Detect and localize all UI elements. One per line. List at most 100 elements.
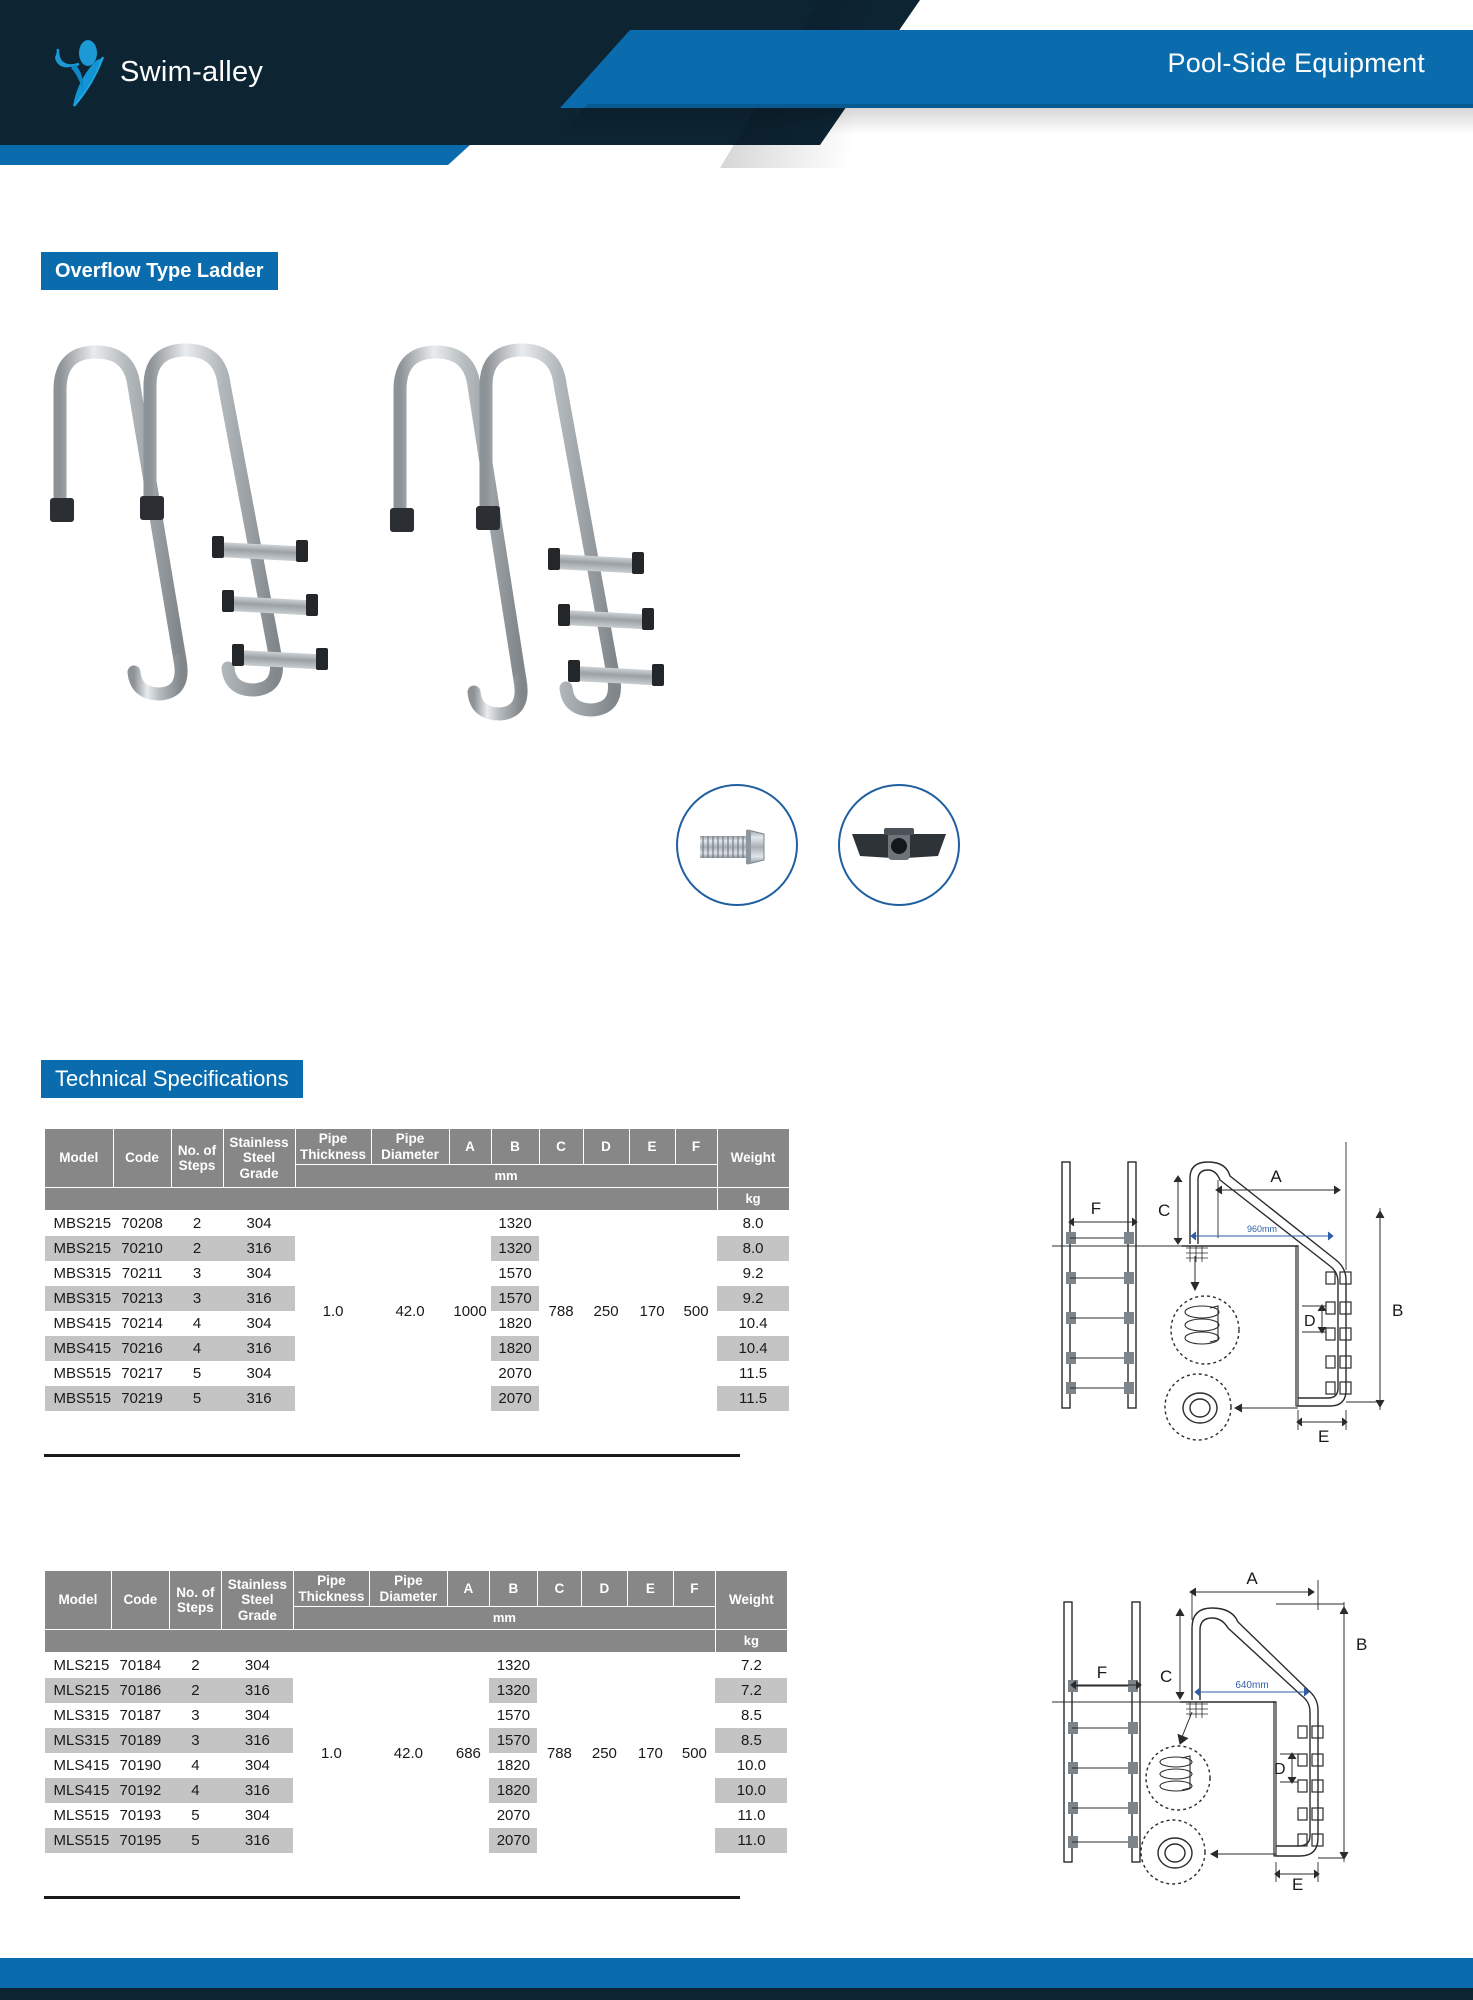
cell-steps: 2 <box>169 1678 222 1704</box>
cell-code: 70214 <box>121 1315 163 1333</box>
th-weight: Weight <box>714 1569 788 1631</box>
table-row: MLS315 70189 3 316 1570 8.5 <box>44 1728 788 1754</box>
cell-b: 1320 <box>489 1678 538 1704</box>
cell-code: 70216 <box>113 1336 172 1362</box>
cell-grade: 316 <box>221 1728 294 1754</box>
brand-logo[interactable]: Swim-alley <box>45 40 345 110</box>
cell-grade: 304 <box>246 1365 272 1383</box>
th-a: A <box>448 1127 492 1166</box>
cell-code: 70189 <box>111 1728 170 1754</box>
cell-weight: 11.0 <box>715 1828 788 1854</box>
cell-model: MLS215 <box>44 1678 112 1704</box>
cell-steps: 2 <box>191 1657 200 1675</box>
cell-weight: 9.2 <box>717 1286 790 1312</box>
cell-grade: 304 <box>246 1315 272 1333</box>
cell-code: 70217 <box>121 1365 163 1383</box>
table-row: MLS215 70184 2 304 1.0 42.0 686 1320 788… <box>45 1653 788 1762</box>
cell-grade: 304 <box>246 1265 272 1283</box>
cell-grade: 304 <box>244 1657 270 1675</box>
cell-model: MBS515 <box>53 1365 112 1383</box>
table-row: MBS215 70210 2 316 1320 8.0 <box>44 1236 790 1262</box>
cell-b: 1820 <box>498 1315 532 1333</box>
dim-label-a: A <box>1246 1569 1258 1588</box>
cell-steps: 5 <box>191 1807 200 1825</box>
th-thickness: Pipe Thickness <box>292 1569 370 1608</box>
cell-a: 1000 <box>453 1302 487 1320</box>
cell-code: 70186 <box>111 1678 170 1704</box>
th-steps: No. of Steps <box>170 1127 224 1189</box>
table-row: MBS315 70213 3 316 1570 9.2 <box>44 1286 790 1312</box>
cell-grade: 304 <box>244 1807 270 1825</box>
cell-steps: 5 <box>169 1828 222 1854</box>
th-unit-blank <box>44 1629 716 1654</box>
cell-weight: 8.0 <box>742 1215 764 1233</box>
cell-a: 686 <box>455 1744 481 1762</box>
product-title-label: Overflow Type Ladder <box>55 259 264 282</box>
cell-b: 1320 <box>491 1236 540 1262</box>
dim-label-a: A <box>1270 1167 1282 1186</box>
cell-model: MBS315 <box>44 1286 114 1312</box>
dim-span-note: 640mm <box>1235 1680 1268 1691</box>
th-diameter: Pipe Diameter <box>370 1127 450 1166</box>
table-row: MLS315 70187 3 304 1570 8.5 <box>45 1703 788 1728</box>
table-unit-row-kg: kg <box>44 1629 788 1654</box>
cell-code: 70210 <box>113 1236 172 1262</box>
th-f: F <box>672 1569 716 1608</box>
table-row: MLS515 70195 5 316 2070 11.0 <box>44 1828 788 1854</box>
table-header-row: Model Code No. of Steps Stainless Steel … <box>44 1569 788 1631</box>
cell-weight: 10.0 <box>736 1757 766 1775</box>
cell-grade: 304 <box>244 1757 270 1775</box>
spec-table-mbs-wrapper: Model Code No. of Steps Stainless Steel … <box>44 1127 790 1412</box>
th-a: A <box>446 1569 490 1608</box>
cell-weight: 8.0 <box>717 1236 790 1262</box>
bolt-detail-badge <box>676 784 798 906</box>
cell-code: 70193 <box>119 1807 162 1825</box>
spec-table-mls-wrapper: Model Code No. of Steps Stainless Steel … <box>44 1569 788 1854</box>
cell-d: 250 <box>593 1302 619 1320</box>
cell-e: 170 <box>637 1744 663 1762</box>
product-photo-area <box>0 330 1473 906</box>
cell-diameter: 42.0 <box>395 1302 425 1320</box>
cell-model: MBS215 <box>44 1236 114 1262</box>
table-row: MLS415 70192 4 316 1820 10.0 <box>44 1778 788 1804</box>
dim-label-d: D <box>1304 1313 1316 1330</box>
th-b: B <box>490 1127 540 1166</box>
cell-steps: 3 <box>191 1707 200 1725</box>
th-model: Model <box>44 1127 114 1189</box>
th-grade: Stainless Steel Grade <box>220 1569 294 1631</box>
cell-code: 70184 <box>119 1657 162 1675</box>
table-unit-row: mm <box>45 1164 790 1189</box>
table-row: MBS415 70214 4 304 1820 10.4 <box>45 1311 790 1336</box>
page-header: Swim-alley Pool-Side Equipment <box>0 0 1473 168</box>
dim-label-f: F <box>1097 1663 1107 1682</box>
cell-model: MLS315 <box>44 1728 112 1754</box>
cell-steps: 5 <box>192 1365 202 1383</box>
cell-e: 170 <box>639 1302 665 1320</box>
header-bottom-strip <box>0 145 470 165</box>
cell-b: 2070 <box>491 1386 540 1412</box>
spec-table-mls: Model Code No. of Steps Stainless Steel … <box>44 1569 788 1854</box>
th-code: Code <box>110 1569 170 1631</box>
dimension-drawing-mls: A B C D E F 640mm <box>1052 1569 1367 1890</box>
th-e: E <box>626 1569 674 1608</box>
cell-b: 2070 <box>489 1828 538 1854</box>
th-b: B <box>488 1569 538 1608</box>
th-unit-blank <box>44 1187 718 1212</box>
cell-model: MLS515 <box>44 1828 112 1854</box>
cell-code: 70190 <box>119 1757 162 1775</box>
cell-steps: 4 <box>169 1778 222 1804</box>
cell-code: 70195 <box>111 1828 170 1854</box>
th-diameter: Pipe Diameter <box>368 1569 448 1608</box>
th-e: E <box>628 1127 676 1166</box>
anchor-wedge-icon <box>852 828 946 860</box>
cell-c: 788 <box>548 1302 574 1320</box>
th-grade: Stainless Steel Grade <box>222 1127 296 1189</box>
cell-weight: 11.5 <box>717 1386 790 1412</box>
cell-grade: 316 <box>223 1386 296 1412</box>
th-c: C <box>538 1127 584 1166</box>
product-title-tab: Overflow Type Ladder <box>41 252 278 290</box>
table-mls-underline <box>44 1896 740 1899</box>
cell-f: 500 <box>681 1744 707 1762</box>
th-unit-mm: mm <box>294 1164 718 1189</box>
th-model: Model <box>44 1569 112 1631</box>
